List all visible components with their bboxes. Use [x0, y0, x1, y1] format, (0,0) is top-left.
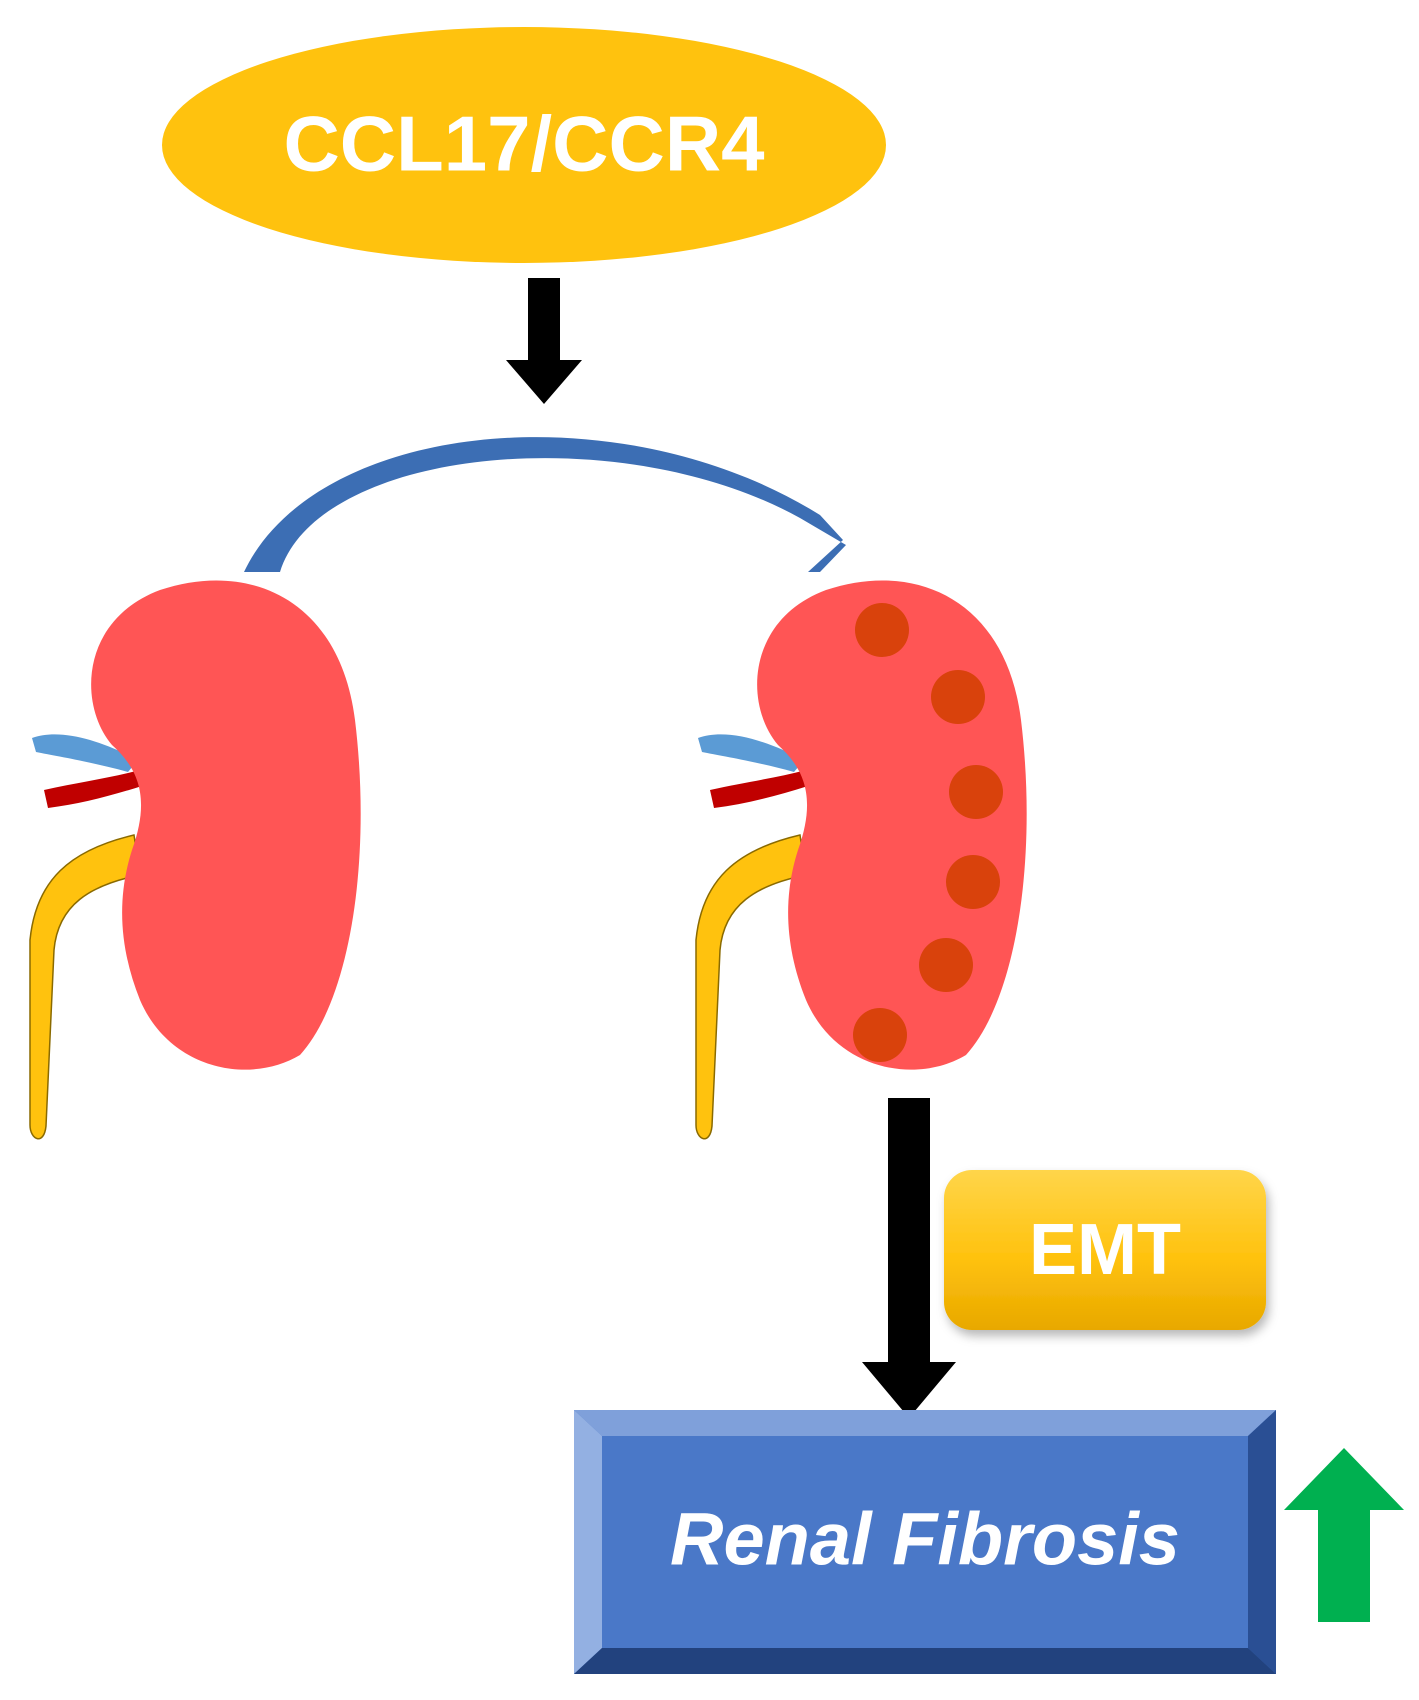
lesion-dot — [919, 938, 973, 992]
emt-box — [944, 1170, 1266, 1330]
kidney-icon — [91, 580, 361, 1070]
renal-fibrosis-label: Renal Fibrosis — [670, 1498, 1180, 1581]
renal-vein — [698, 734, 804, 772]
emt-label: EMT — [1029, 1210, 1181, 1290]
lesion-dot — [855, 603, 909, 657]
curved-arrow-icon — [244, 437, 846, 572]
renal-fibrosis-face — [602, 1436, 1248, 1648]
down-arrow-2 — [862, 1098, 956, 1418]
lesion-dot — [946, 855, 1000, 909]
ccl17-ccr4-ellipse — [162, 27, 886, 263]
ureter — [695, 834, 807, 1140]
up-arrow-icon — [1284, 1448, 1404, 1622]
down-arrow-1 — [506, 278, 582, 404]
healthy-kidney — [29, 580, 361, 1140]
ureter — [29, 834, 141, 1140]
renal-artery — [44, 770, 142, 808]
bevel-bottom — [574, 1648, 1276, 1674]
bevel-left — [574, 1410, 602, 1674]
lesion-dot — [853, 1008, 907, 1062]
transition-arrow — [244, 437, 846, 572]
renal-artery — [710, 770, 808, 808]
renal-fibrosis-node — [574, 1410, 1276, 1674]
down-arrow-icon — [862, 1098, 956, 1418]
increase-indicator — [1284, 1448, 1404, 1622]
emt-node — [944, 1170, 1266, 1330]
ccl17-ccr4-node: CCL17/CCR4 — [162, 27, 886, 263]
bevel-right — [1248, 1410, 1276, 1674]
lesion-dot — [949, 765, 1003, 819]
ccl17-ccr4-label: CCL17/CCR4 — [283, 100, 764, 188]
bevel-top — [574, 1410, 1276, 1436]
damaged-kidney — [695, 580, 1027, 1140]
renal-vein — [32, 734, 138, 772]
down-arrow-icon — [506, 278, 582, 404]
lesion-dot — [931, 670, 985, 724]
